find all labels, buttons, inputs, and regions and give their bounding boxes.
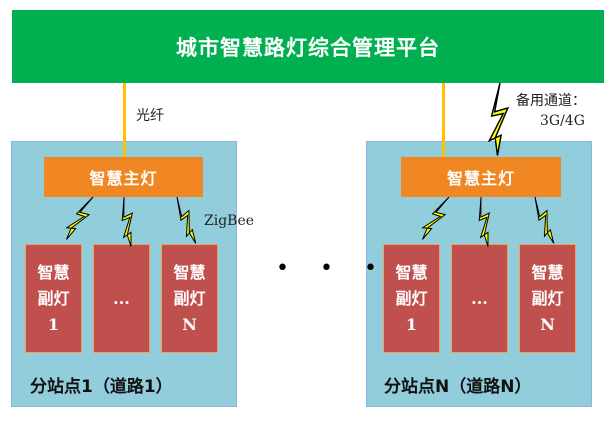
main-light-label: 智慧主灯 <box>89 169 158 188</box>
sub-light-text: 智慧 <box>37 262 70 282</box>
zigbee-bolt-icon <box>474 195 495 248</box>
sub-light-text: 1 <box>47 314 60 334</box>
station-n-sub-light-n: 智慧 副灯 N <box>519 244 576 353</box>
sub-light-text: 智慧 <box>395 262 428 282</box>
management-platform: 城市智慧路灯综合管理平台 <box>12 10 604 83</box>
sub-light-text: 智慧 <box>531 262 564 282</box>
station-1-sub-light-1: 智慧 副灯 1 <box>25 244 82 353</box>
backup-channel-protocol: 3G/4G <box>540 113 585 129</box>
station-1-sub-light-ellipsis: ... <box>93 244 150 353</box>
sub-light-text: 副灯 <box>395 288 428 308</box>
backup-channel-label: 备用通道： <box>516 93 586 109</box>
sub-light-text: N <box>182 314 197 334</box>
sub-light-text: 副灯 <box>173 288 206 308</box>
sub-light-text: 1 <box>405 314 418 334</box>
main-light-label: 智慧主灯 <box>446 169 515 188</box>
zigbee-bolt-icon <box>60 193 99 244</box>
more-stations-ellipsis: • • • <box>276 256 389 281</box>
station-n-main-light: 智慧主灯 <box>401 157 561 197</box>
station-n-label: 分站点N（道路N） <box>384 377 532 397</box>
zigbee-bolt-icon <box>170 194 202 247</box>
zigbee-label: ZigBee <box>204 213 255 229</box>
zigbee-bolt-icon <box>416 193 455 244</box>
sub-light-text: N <box>540 314 555 334</box>
fiber-link-station-1 <box>123 83 126 157</box>
station-1-main-light: 智慧主灯 <box>44 157 203 197</box>
station-1-label: 分站点1（道路1） <box>30 377 173 397</box>
zigbee-bolt-icon <box>528 194 560 247</box>
platform-title: 城市智慧路灯综合管理平台 <box>176 34 440 60</box>
sub-light-text: 智慧 <box>173 262 206 282</box>
sub-light-text: 副灯 <box>37 288 70 308</box>
backup-wireless-bolt-icon <box>488 81 510 157</box>
sub-light-text: ... <box>113 288 130 308</box>
sub-light-text: 副灯 <box>531 288 564 308</box>
zigbee-bolt-icon <box>117 195 138 248</box>
fiber-label: 光纤 <box>136 108 164 124</box>
sub-light-text: ... <box>471 288 488 308</box>
station-n-sub-light-ellipsis: ... <box>451 244 508 353</box>
station-1-sub-light-n: 智慧 副灯 N <box>161 244 218 353</box>
fiber-link-station-n <box>442 83 445 157</box>
station-n-sub-light-1: 智慧 副灯 1 <box>383 244 440 353</box>
